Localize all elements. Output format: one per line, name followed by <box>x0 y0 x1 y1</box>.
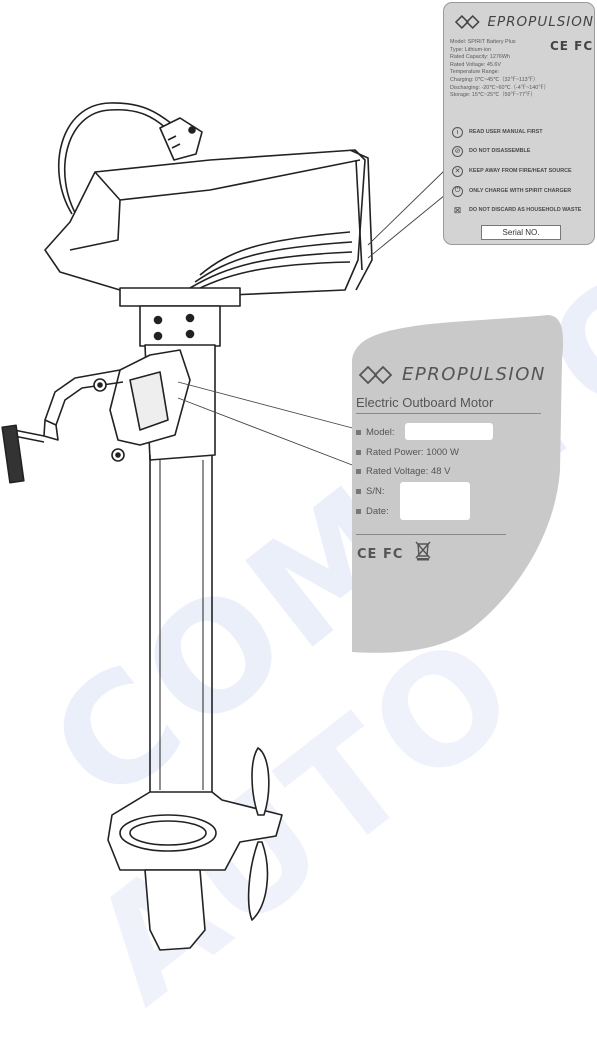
motor-drawing <box>1 102 564 951</box>
certification-marks: CE FC <box>550 39 594 53</box>
field-rated-voltage: Rated Voltage: 48 V <box>356 466 451 477</box>
warning-item: ⊘ DO NOT DISASSEMBLE <box>452 144 597 158</box>
callout-line-motor-2 <box>177 397 361 469</box>
warning-text: KEEP AWAY FROM FIRE/HEAT SOURCE <box>469 168 572 174</box>
manual-icon: i <box>452 126 463 138</box>
battery-label-brand: EPROPULSION <box>454 11 594 33</box>
field-model: Model: <box>356 427 395 438</box>
eprop-logo-icon <box>454 15 480 29</box>
certification-marks: CE FC <box>357 541 431 562</box>
spec-line: Rated Capacity: 1276Wh <box>450 54 510 61</box>
battery-spec-label: EPROPULSION Model: SPIRIT Battery Plus T… <box>443 2 595 245</box>
weee-bin-icon <box>415 541 431 561</box>
spec-line: Model: SPIRIT Battery Plus <box>450 39 516 45</box>
warning-item: i READ USER MANUAL FIRST <box>452 125 597 139</box>
bullet-icon <box>356 469 361 474</box>
callout-line-motor-1 <box>177 381 361 431</box>
spec-line: Type: Lithium-ion <box>450 46 492 53</box>
cert-text: CE FC <box>357 547 404 562</box>
motor-spec-label: EPROPULSION Electric Outboard Motor Mode… <box>352 308 562 653</box>
eprop-logo-icon <box>358 365 393 384</box>
no-disassemble-icon: ⊘ <box>452 145 463 157</box>
sn-date-value-box <box>400 482 470 520</box>
warning-item: ⊠ DO NOT DISCARD AS HOUSEHOLD WASTE <box>452 203 597 217</box>
field-label: S/N: <box>366 486 385 497</box>
clamp-block <box>139 305 221 347</box>
spec-line: Temperature Range: <box>450 69 500 76</box>
bullet-icon <box>356 489 361 494</box>
motor-label-brand: EPROPULSION <box>358 364 546 385</box>
power-cable <box>64 108 169 219</box>
field-date: Date: <box>356 506 389 517</box>
model-value-box <box>405 423 493 440</box>
spec-line: Charging: 0℃~45℃（32℉~113℉） <box>450 76 539 83</box>
weee-bin-icon: ⊠ <box>453 204 462 215</box>
propeller-blade-top <box>251 747 270 816</box>
callout-line-battery-1 <box>367 169 446 246</box>
field-label: Date: <box>366 506 389 517</box>
warning-text: DO NOT DISCARD AS HOUSEHOLD WASTE <box>469 207 582 213</box>
callout-lines <box>177 169 446 469</box>
brand-name: EPROPULSION <box>487 14 594 30</box>
warning-text: READ USER MANUAL FIRST <box>469 129 543 135</box>
tiller-arm <box>44 369 121 421</box>
warning-item: ✕ KEEP AWAY FROM FIRE/HEAT SOURCE <box>452 164 597 178</box>
warning-text: DO NOT DISASSEMBLE <box>469 148 531 154</box>
spec-line: Storage: 15℃~25℃（59℉~77℉） <box>450 92 536 99</box>
tiller-grip <box>1 424 25 484</box>
serial-number-box: Serial NO. <box>481 225 561 240</box>
brand-name: EPROPULSION <box>402 364 546 385</box>
motor-label-title: Electric Outboard Motor <box>356 395 541 414</box>
shaft <box>149 455 213 792</box>
battery-body <box>44 149 366 296</box>
label-divider <box>356 534 506 535</box>
field-label: Rated Voltage: 48 V <box>366 466 451 477</box>
field-label: Model: <box>366 427 395 438</box>
battery-specs: Model: SPIRIT Battery Plus Type: Lithium… <box>450 39 550 100</box>
bullet-icon <box>356 430 361 435</box>
charger-icon: ⏻ <box>452 185 463 197</box>
bullet-icon <box>356 450 361 455</box>
spec-line: Rated Voltage: 45.6V <box>450 61 501 68</box>
bullet-icon <box>356 509 361 514</box>
no-fire-icon: ✕ <box>452 165 463 177</box>
propeller-blade-bottom <box>247 841 269 921</box>
warning-item: ⏻ ONLY CHARGE WITH SPIRIT CHARGER <box>452 184 597 198</box>
warning-text: ONLY CHARGE WITH SPIRIT CHARGER <box>469 188 572 194</box>
field-label: Rated Power: 1000 W <box>366 447 459 458</box>
field-sn: S/N: <box>356 486 384 497</box>
callout-line-battery-2 <box>367 194 446 259</box>
spec-line: Discharging: -20℃~60℃（-4℉~140℉） <box>450 84 550 91</box>
field-rated-power: Rated Power: 1000 W <box>356 447 459 458</box>
skeg <box>144 869 206 951</box>
